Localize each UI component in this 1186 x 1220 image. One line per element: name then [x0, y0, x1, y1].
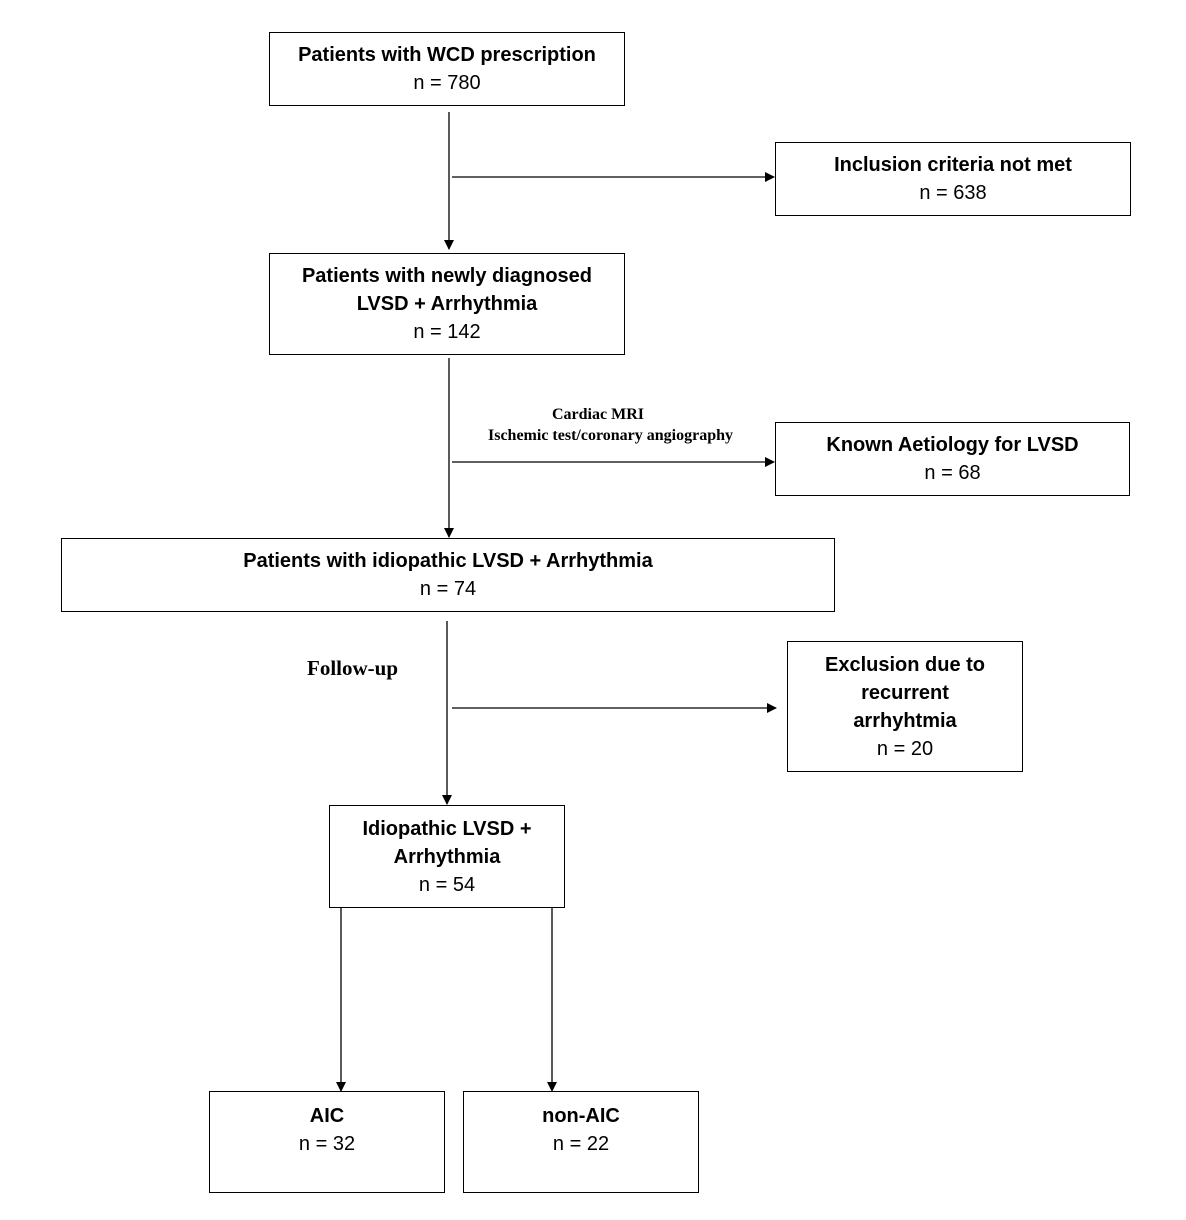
box-title: Inclusion criteria not met [834, 154, 1072, 176]
box-wcd-prescription: Patients with WCD prescription n = 780 [269, 32, 625, 106]
label-ischemic-test: Ischemic test/coronary angiography [488, 427, 734, 444]
box-title: Patients with idiopathic LVSD + Arrhythm… [243, 550, 653, 572]
box-title: non-AIC [542, 1105, 620, 1127]
box-non-aic: non-AIC n = 22 [463, 1091, 699, 1193]
box-title: AIC [309, 1105, 345, 1127]
box-newly-diagnosed: Patients with newly diagnosed LVSD + Arr… [269, 253, 625, 355]
label-cardiac-mri: Cardiac MRI [552, 406, 644, 423]
box-count: n = 142 [413, 321, 481, 343]
box-idiopathic-final: Idiopathic LVSD + Arrhythmia n = 54 [329, 805, 565, 908]
box-count: n = 22 [552, 1133, 610, 1155]
box-exclusion: Exclusion due to recurrent arrhyhtmia n … [787, 641, 1023, 772]
box-count: n = 780 [413, 72, 481, 94]
box-count: n = 74 [419, 578, 477, 600]
box-count: n = 32 [298, 1133, 356, 1155]
box-known-aetiology: Known Aetiology for LVSD n = 68 [775, 422, 1130, 496]
box-title: Known Aetiology for LVSD [826, 434, 1079, 456]
box-count: n = 638 [919, 182, 987, 204]
box-title: Patients with WCD prescription [298, 44, 596, 66]
box-inclusion-not-met: Inclusion criteria not met n = 638 [775, 142, 1131, 216]
box-title: Patients with newly diagnosed LVSD + Arr… [301, 265, 593, 315]
box-title: Idiopathic LVSD + Arrhythmia [362, 817, 532, 868]
box-count: n = 68 [924, 462, 981, 484]
box-count: n = 20 [876, 737, 934, 760]
label-follow-up: Follow-up [307, 656, 399, 680]
box-idiopathic: Patients with idiopathic LVSD + Arrhythm… [61, 538, 835, 612]
box-count: n = 54 [418, 873, 476, 896]
box-aic: AIC n = 32 [209, 1091, 445, 1193]
box-title: Exclusion due to recurrent arrhyhtmia [824, 653, 986, 732]
